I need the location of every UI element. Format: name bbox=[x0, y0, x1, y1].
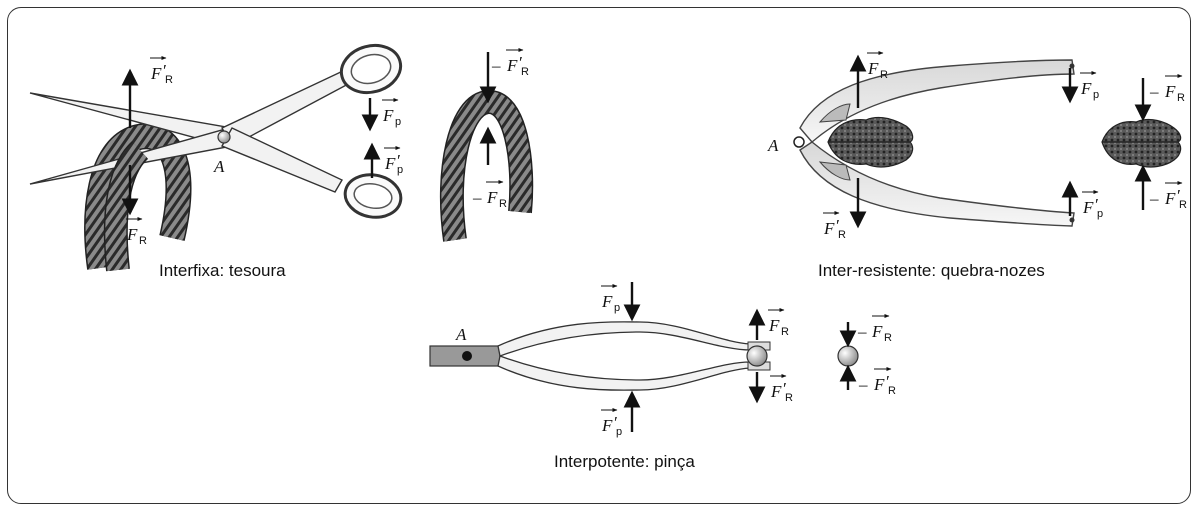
ball-free bbox=[837, 345, 859, 367]
svg-text:F: F bbox=[601, 416, 613, 435]
svg-text:′: ′ bbox=[162, 61, 166, 80]
svg-text:′: ′ bbox=[518, 53, 522, 72]
svg-text:F: F bbox=[150, 64, 162, 83]
pivot-nutcracker bbox=[793, 136, 805, 148]
pivot-tweezers bbox=[462, 351, 472, 361]
walnut-free bbox=[1101, 118, 1182, 168]
fulcrum-label-nutcracker: A bbox=[767, 136, 779, 155]
caption-tweezers: Interpotente: pinça bbox=[554, 452, 695, 471]
force-label-fr-prime-scissors: F′R bbox=[150, 56, 173, 86]
svg-text:F: F bbox=[506, 56, 518, 75]
svg-text:R: R bbox=[165, 74, 173, 86]
tweezers-ball bbox=[746, 345, 768, 367]
force-label-fr-prime-nutcracker: F′R bbox=[823, 211, 846, 241]
walnut-free-body bbox=[1101, 78, 1182, 210]
caption-nutcracker: Inter-resistente: quebra-nozes bbox=[818, 261, 1045, 280]
force-label-fp-prime-scissors: F′p bbox=[384, 146, 403, 176]
svg-text:′: ′ bbox=[1176, 186, 1180, 205]
svg-text:R: R bbox=[1177, 92, 1185, 104]
svg-text:′: ′ bbox=[396, 151, 400, 170]
force-label-neg-fr-prime-ball: –F′R bbox=[858, 367, 896, 397]
svg-text:F: F bbox=[1082, 198, 1094, 217]
svg-text:F: F bbox=[1080, 79, 1092, 98]
svg-text:R: R bbox=[884, 332, 892, 344]
nutcracker-illustration: A bbox=[767, 54, 1079, 229]
svg-text:′: ′ bbox=[1094, 195, 1098, 214]
tweezers-arm-upper bbox=[497, 321, 751, 357]
nutcracker-arm-lower bbox=[799, 141, 1075, 227]
svg-text:′: ′ bbox=[885, 372, 889, 391]
svg-text:F: F bbox=[823, 219, 835, 238]
nutcracker-arm-upper bbox=[799, 59, 1075, 143]
svg-text:R: R bbox=[521, 66, 529, 78]
svg-text:′: ′ bbox=[782, 379, 786, 398]
svg-text:p: p bbox=[397, 164, 403, 176]
scissors-illustration: A bbox=[29, 43, 403, 272]
svg-text:R: R bbox=[880, 69, 888, 81]
svg-text:R: R bbox=[139, 235, 147, 247]
svg-text:F: F bbox=[871, 322, 883, 341]
svg-text:R: R bbox=[781, 326, 789, 338]
force-label-fr-prime-tweezers: F′R bbox=[770, 374, 793, 404]
ball-free-body bbox=[837, 322, 859, 390]
svg-text:′: ′ bbox=[613, 413, 617, 432]
svg-text:F: F bbox=[126, 225, 138, 244]
svg-text:F: F bbox=[873, 375, 885, 394]
hose-free-body bbox=[439, 52, 534, 242]
svg-text:F: F bbox=[867, 59, 879, 78]
force-label-neg-fr-prime-hose: –F′R bbox=[491, 48, 529, 78]
svg-text:F: F bbox=[1164, 82, 1176, 101]
svg-text:–: – bbox=[858, 375, 868, 394]
figure-frame bbox=[7, 7, 1191, 504]
pivot-scissors bbox=[217, 130, 231, 144]
svg-text:′: ′ bbox=[835, 216, 839, 235]
svg-text:F: F bbox=[1164, 189, 1176, 208]
svg-text:R: R bbox=[838, 229, 846, 241]
svg-text:F: F bbox=[768, 316, 780, 335]
svg-text:R: R bbox=[499, 198, 507, 210]
svg-text:F: F bbox=[486, 188, 498, 207]
svg-text:F: F bbox=[384, 154, 396, 173]
svg-text:–: – bbox=[857, 322, 867, 341]
svg-text:p: p bbox=[614, 302, 620, 314]
force-label-neg-fr-prime-walnut: –F′R bbox=[1149, 181, 1187, 211]
svg-text:F: F bbox=[770, 382, 782, 401]
force-label-fp-prime-tweezers: F′p bbox=[601, 408, 622, 438]
svg-text:p: p bbox=[395, 116, 401, 128]
fulcrum-label-scissors: A bbox=[213, 157, 225, 176]
svg-text:R: R bbox=[785, 392, 793, 404]
tweezers-illustration: A bbox=[429, 282, 771, 432]
svg-text:–: – bbox=[1149, 189, 1159, 208]
svg-text:–: – bbox=[472, 188, 482, 207]
svg-text:p: p bbox=[616, 426, 622, 438]
svg-text:–: – bbox=[491, 56, 501, 75]
svg-text:R: R bbox=[888, 385, 896, 397]
force-label-fp-prime-nutcracker: F′p bbox=[1082, 190, 1103, 220]
svg-text:R: R bbox=[1179, 199, 1187, 211]
svg-text:–: – bbox=[1149, 82, 1159, 101]
svg-text:p: p bbox=[1093, 89, 1099, 101]
caption-scissors: Interfixa: tesoura bbox=[159, 261, 286, 280]
tweezers-arm-lower bbox=[497, 355, 751, 391]
svg-text:p: p bbox=[1097, 208, 1103, 220]
svg-text:F: F bbox=[382, 106, 394, 125]
fulcrum-label-tweezers: A bbox=[455, 325, 467, 344]
svg-text:F: F bbox=[601, 292, 613, 311]
